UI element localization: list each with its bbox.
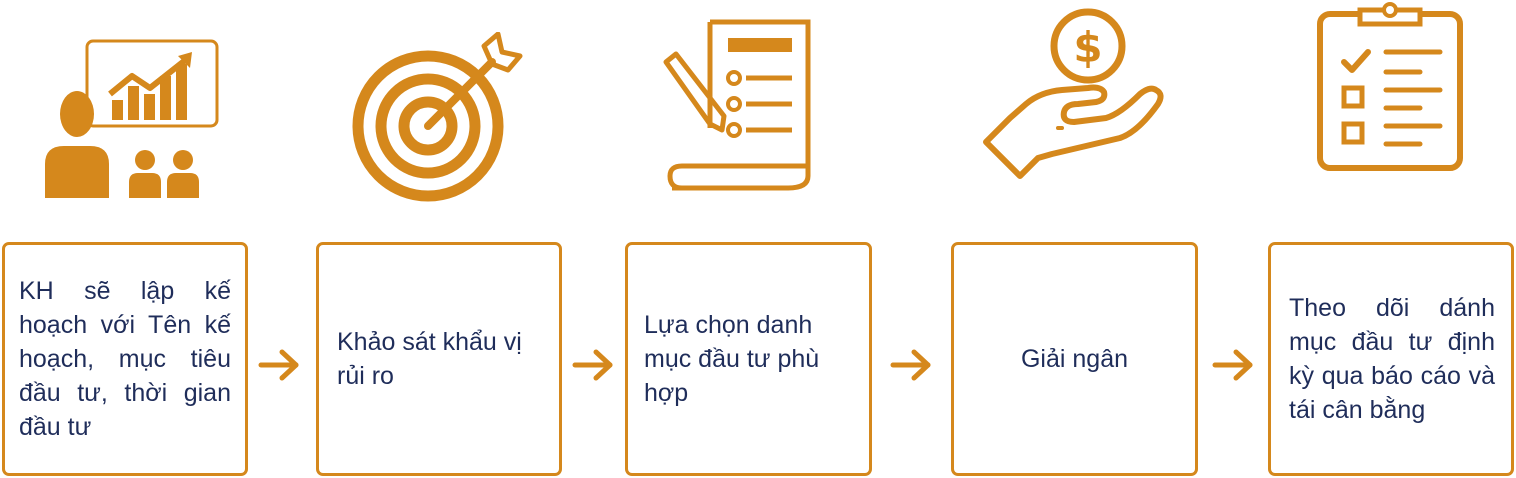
step-box-4: Giải ngân: [951, 242, 1198, 476]
step-box-2: Khảo sát khẩu vị rủi ro: [316, 242, 562, 476]
svg-text:$: $: [1073, 23, 1102, 72]
target-arrow-icon: [352, 32, 524, 204]
arrow-right-icon: [890, 348, 934, 387]
presentation-growth-chart-icon: [40, 38, 222, 200]
arrow-right-icon: [258, 348, 302, 387]
step-text-1: KH sẽ lập kế hoạch với Tên kế hoạch, mục…: [19, 277, 231, 441]
hand-dollar-coin-icon: $: [980, 6, 1166, 190]
step-text-4: Giải ngân: [1020, 345, 1129, 373]
step-box-5: Theo dõi dánh mục đầu tư định kỳ qua báo…: [1268, 242, 1514, 476]
step-text-2: Khảo sát khẩu vị rủi ro: [337, 328, 522, 390]
arrow-right-icon: [1212, 348, 1256, 387]
step-box-1: KH sẽ lập kế hoạch với Tên kế hoạch, mục…: [2, 242, 248, 476]
step-box-3: Lựa chọn danh mục đầu tư phù hợp: [625, 242, 872, 476]
document-checklist-pencil-icon: [662, 18, 824, 194]
step-text-5: Theo dõi dánh mục đầu tư định kỳ qua báo…: [1289, 294, 1495, 424]
clipboard-checklist-icon: [1316, 0, 1466, 172]
arrow-right-icon: [572, 348, 616, 387]
step-text-3: Lựa chọn danh mục đầu tư phù hợp: [644, 311, 820, 407]
